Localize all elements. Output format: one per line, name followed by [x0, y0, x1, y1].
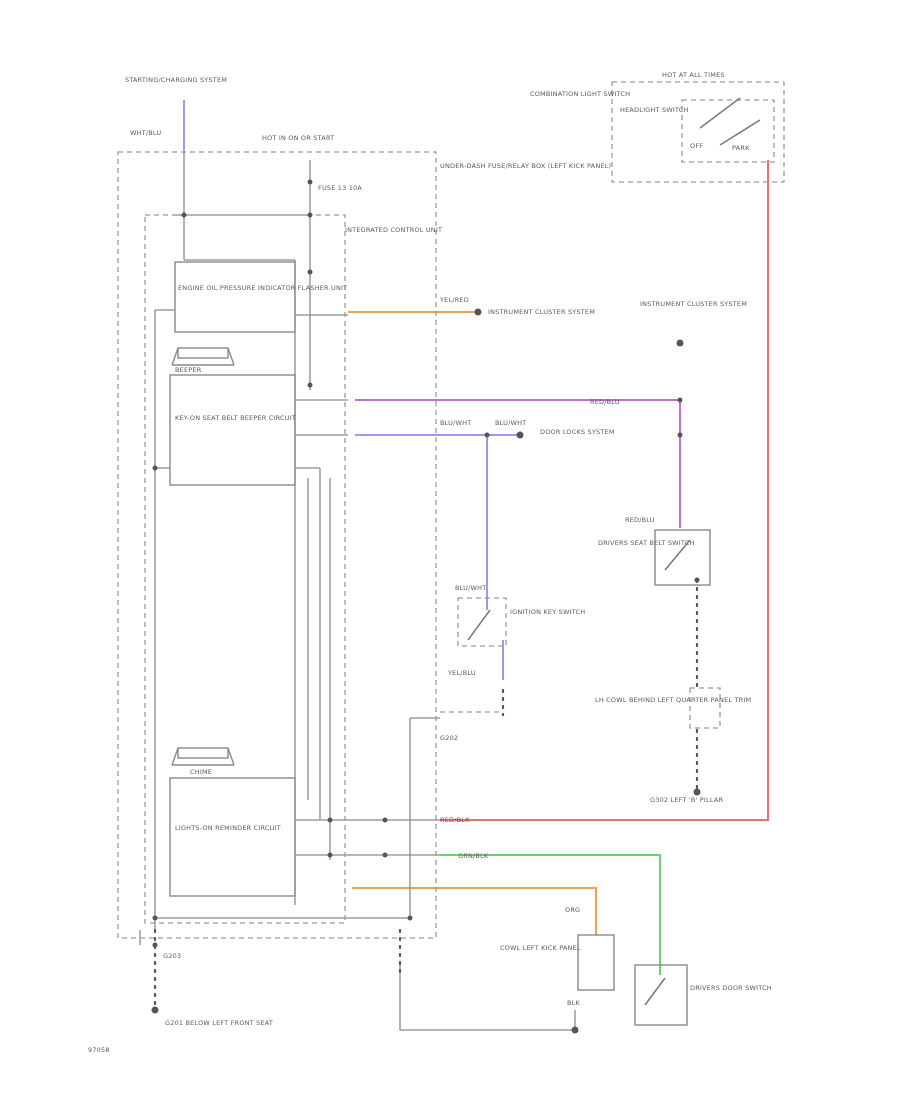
label-fuse: FUSE 13 10A [318, 184, 362, 192]
label-inst2: INSTRUMENT CLUSTER SYSTEM [640, 300, 747, 308]
label-g-bottom: G201 BELOW LEFT FRONT SEAT [165, 1019, 273, 1027]
label-g-pillar: G302 LEFT 'B' PILLAR [650, 796, 723, 804]
label-fuse-box: HOT IN ON OR START [262, 134, 334, 142]
label-ign-key: IGNITION KEY SWITCH [510, 608, 585, 616]
wire-label-3: RED/BLU [590, 398, 620, 406]
wire-label-5: BLU/WHT [495, 419, 526, 427]
label-beeper2: CHIME [190, 768, 212, 776]
label-lh-cowl: LH COWL BEHIND LEFT QUARTER PANEL TRIM [595, 696, 751, 704]
wire-label-1: WHT/BLU [130, 129, 161, 137]
wire-label-12: YEL/BLU [447, 669, 476, 677]
lights-reminder-box [169, 777, 296, 897]
wire-label-11: RED/BLK [440, 816, 470, 824]
keyon-beeper-box [169, 374, 296, 486]
label-hot-all: HOT AT ALL TIMES [662, 71, 725, 79]
label-icu: INTEGRATED CONTROL UNIT [345, 226, 442, 234]
wire-label-8: GRN/BLK [458, 852, 489, 860]
label-park: PARK [732, 144, 750, 152]
wire-label-4: BLU/WHT [440, 419, 471, 427]
label-door-sw: DRIVERS DOOR SWITCH [690, 984, 772, 992]
label-oil: ENGINE OIL PRESSURE INDICATOR FLASHER UN… [178, 284, 347, 292]
wire-label-2: YEL/RED [439, 296, 469, 304]
label-g202: G202 [440, 734, 458, 742]
label-underdash: UNDER-DASH FUSE/RELAY BOX (LEFT KICK PAN… [440, 162, 611, 170]
wire-orange-bottom [352, 887, 597, 935]
label-comb1: COMBINATION LIGHT SWITCH [530, 90, 630, 98]
label-seat-belt: DRIVERS SEAT BELT SWITCH [598, 539, 695, 547]
wire-label-10: BLK [567, 999, 580, 1007]
wire-red [440, 160, 769, 821]
wire-label-9: ORG [565, 906, 580, 914]
label-comb2: HEADLIGHT SWITCH [620, 106, 689, 114]
label-keyon: KEY-ON SEAT BELT BEEPER CIRCUIT [175, 414, 296, 422]
label-inst1: INSTRUMENT CLUSTER SYSTEM [488, 308, 595, 316]
label-cowl-panel: COWL LEFT KICK PANEL [500, 944, 581, 952]
wire-label-6: RED/BLU [625, 516, 655, 524]
oil-pressure-unit [174, 261, 296, 333]
wire-label-7: BLU/WHT [455, 584, 486, 592]
label-fig: 97058 [88, 1046, 110, 1054]
label-lights: LIGHTS-ON REMINDER CIRCUIT [175, 824, 281, 832]
label-beeper1: BEEPER [175, 366, 202, 374]
wire-green [440, 854, 661, 975]
label-off: OFF [690, 142, 703, 150]
label-g-left: G203 [163, 952, 181, 960]
label-door-lock: DOOR LOCKS SYSTEM [540, 428, 615, 436]
label-starting: STARTING/CHARGING SYSTEM [125, 76, 227, 84]
